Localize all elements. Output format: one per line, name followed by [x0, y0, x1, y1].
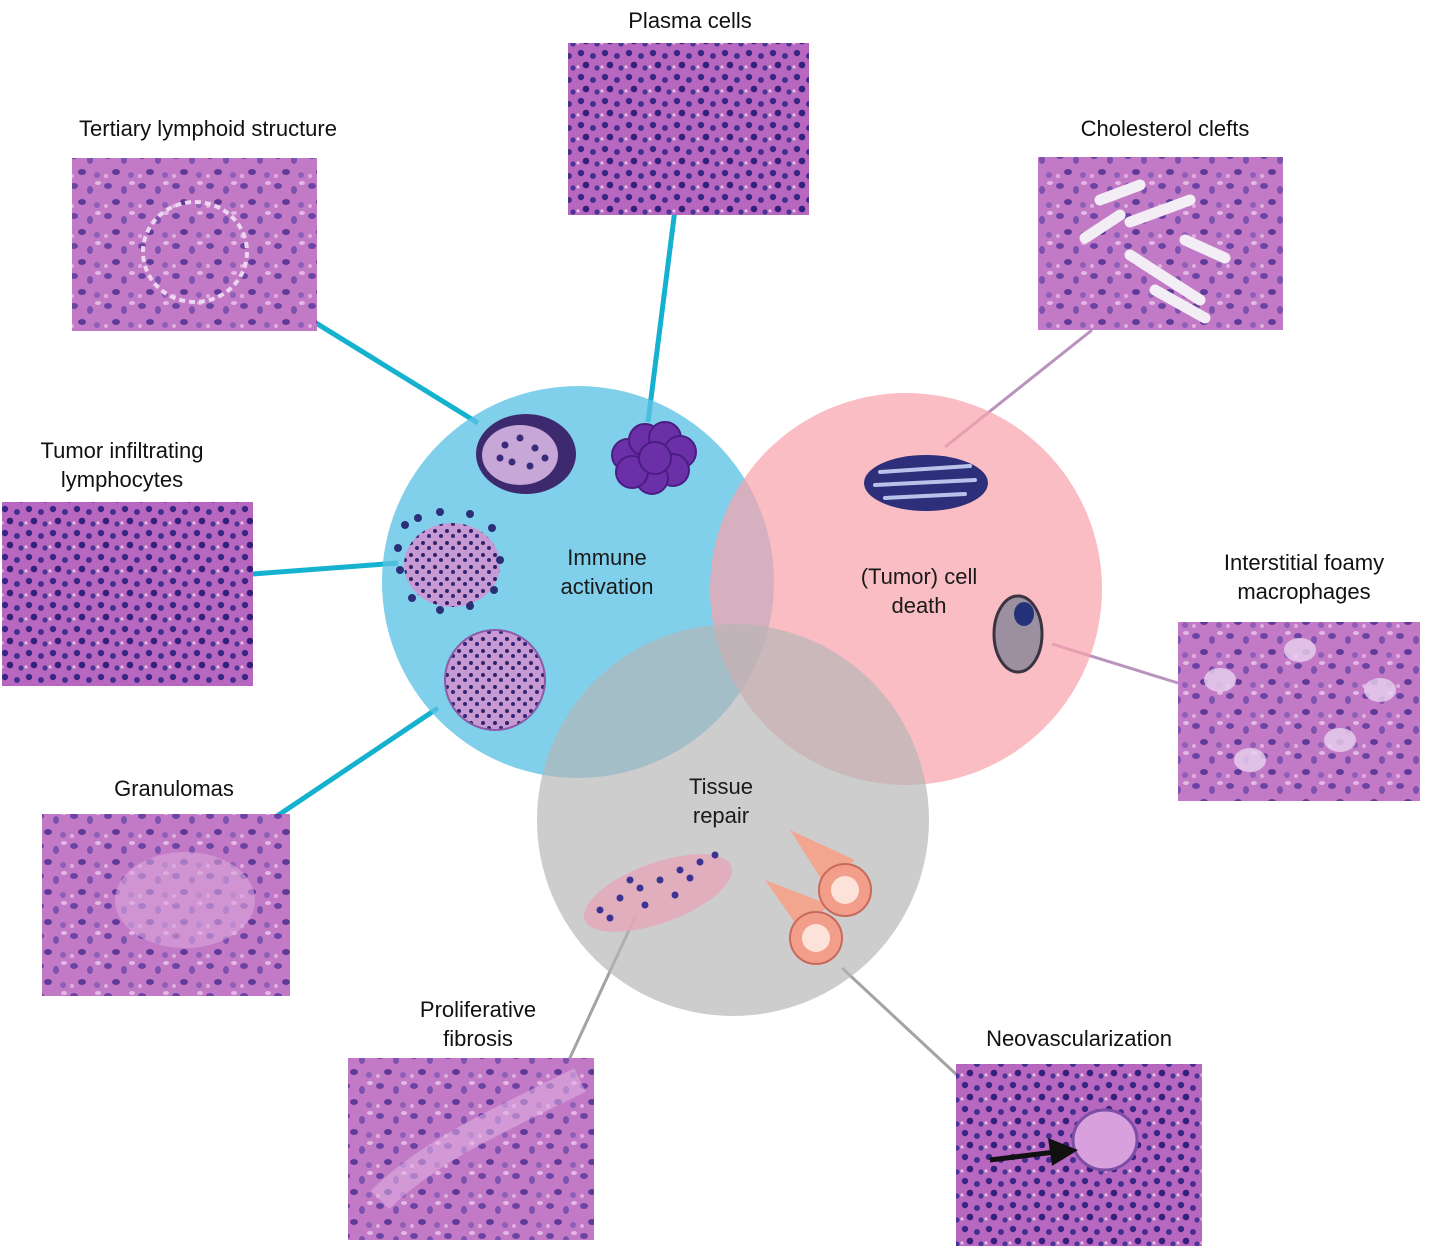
cholesterol-glyph-slit — [883, 492, 967, 500]
histology-panel-plasma — [568, 43, 809, 215]
tls-glyph-dot — [496, 454, 504, 462]
histology-panel-til — [2, 502, 253, 686]
til-glyph-dot — [408, 594, 416, 602]
fibrosis-glyph-dot — [641, 901, 649, 909]
tls-glyph-dot — [501, 441, 509, 449]
label-tumor-infiltrating-lymphocytes: Tumor infiltrating lymphocytes — [40, 438, 204, 492]
til-glyph-dot — [394, 544, 402, 552]
cholesterol-cleft — [1094, 179, 1146, 206]
til-glyph-dot — [436, 606, 444, 614]
cholesterol-cleft — [1124, 194, 1196, 228]
plasma-cell-glyph-icon — [638, 441, 672, 475]
fibrosis-glyph-icon — [583, 854, 733, 932]
label-plasma-cells: Plasma cells — [628, 8, 752, 33]
cholesterol-glyph-slit — [878, 464, 972, 474]
tls-glyph-dot — [516, 434, 524, 442]
arrow-shaft — [989, 1149, 1056, 1163]
circle-label-tumor-cell-death: (Tumor) cell death — [860, 564, 978, 618]
foamy-cell — [1324, 728, 1356, 752]
fibrosis-glyph-dot — [711, 851, 719, 859]
fibrosis-glyph-dot — [616, 894, 624, 902]
fibrosis-glyph-dot — [636, 884, 644, 892]
tls-glyph-dot — [531, 444, 539, 452]
circle-label-tissue-repair: Tissue repair — [689, 774, 753, 828]
label-interstitial-foamy-macrophages: Interstitial foamy macrophages — [1223, 550, 1385, 604]
granuloma-center — [115, 852, 255, 948]
connector-immune — [252, 560, 399, 577]
cholesterol-cleft — [1149, 284, 1211, 324]
foamy-cell — [1364, 678, 1396, 702]
foamy-cell — [1234, 748, 1266, 772]
fibrosis-glyph-dot — [656, 876, 664, 884]
fibrosis-glyph-dot — [596, 906, 604, 914]
label-neovascularization: Neovascularization — [986, 1026, 1172, 1051]
label-tertiary-lymphoid-structure: Tertiary lymphoid structure — [79, 116, 337, 141]
circle-label-immune-activation: Immune activation — [560, 545, 654, 599]
fibrosis-glyph-dot — [676, 866, 684, 874]
til-glyph-dot — [496, 556, 504, 564]
cholesterol-cleft — [1079, 209, 1126, 244]
til-glyph-icon — [404, 523, 500, 607]
vessel — [1071, 1108, 1139, 1172]
connector-repair — [840, 966, 960, 1078]
tls-glyph-dot — [508, 458, 516, 466]
granuloma-glyph-icon — [444, 629, 546, 731]
fibrosis-streak — [370, 1068, 586, 1210]
macrophage-glyph-nucleus — [1014, 602, 1034, 626]
tls-glyph-dot — [541, 454, 549, 462]
fibrosis-glyph-dot — [671, 891, 679, 899]
fibrosis-glyph-dot — [686, 874, 694, 882]
vessel-glyph-lumen — [831, 876, 859, 904]
cholesterol-cleft — [1179, 234, 1231, 264]
til-glyph-dot — [436, 508, 444, 516]
fibrosis-glyph-dot — [626, 876, 634, 884]
tls-follicle — [141, 200, 249, 304]
foamy-cell — [1284, 638, 1316, 662]
til-glyph-dot — [396, 566, 404, 574]
cholesterol-glyph-slit — [873, 478, 977, 487]
cholesterol-cleft — [1124, 249, 1206, 306]
tls-glyph-inner — [482, 425, 558, 485]
til-glyph-dot — [466, 602, 474, 610]
tls-glyph-dot — [526, 462, 534, 470]
fibrosis-glyph-dot — [696, 858, 704, 866]
foamy-cell — [1204, 668, 1236, 692]
fibrosis-glyph-dot — [606, 914, 614, 922]
histology-panel-tertiary — [72, 158, 317, 331]
label-cholesterol-clefts: Cholesterol clefts — [1080, 116, 1250, 141]
arrow-icon — [1048, 1138, 1078, 1166]
label-proliferative-fibrosis: Proliferative fibrosis — [419, 997, 537, 1051]
til-glyph-dot — [488, 524, 496, 532]
til-glyph-dot — [490, 586, 498, 594]
til-glyph-dot — [401, 521, 409, 529]
til-glyph-dot — [414, 514, 422, 522]
label-granulomas: Granulomas — [114, 776, 234, 801]
til-glyph-dot — [466, 510, 474, 518]
vessel-glyph-lumen — [802, 924, 830, 952]
histology-panel-cholesterol — [1038, 157, 1283, 330]
